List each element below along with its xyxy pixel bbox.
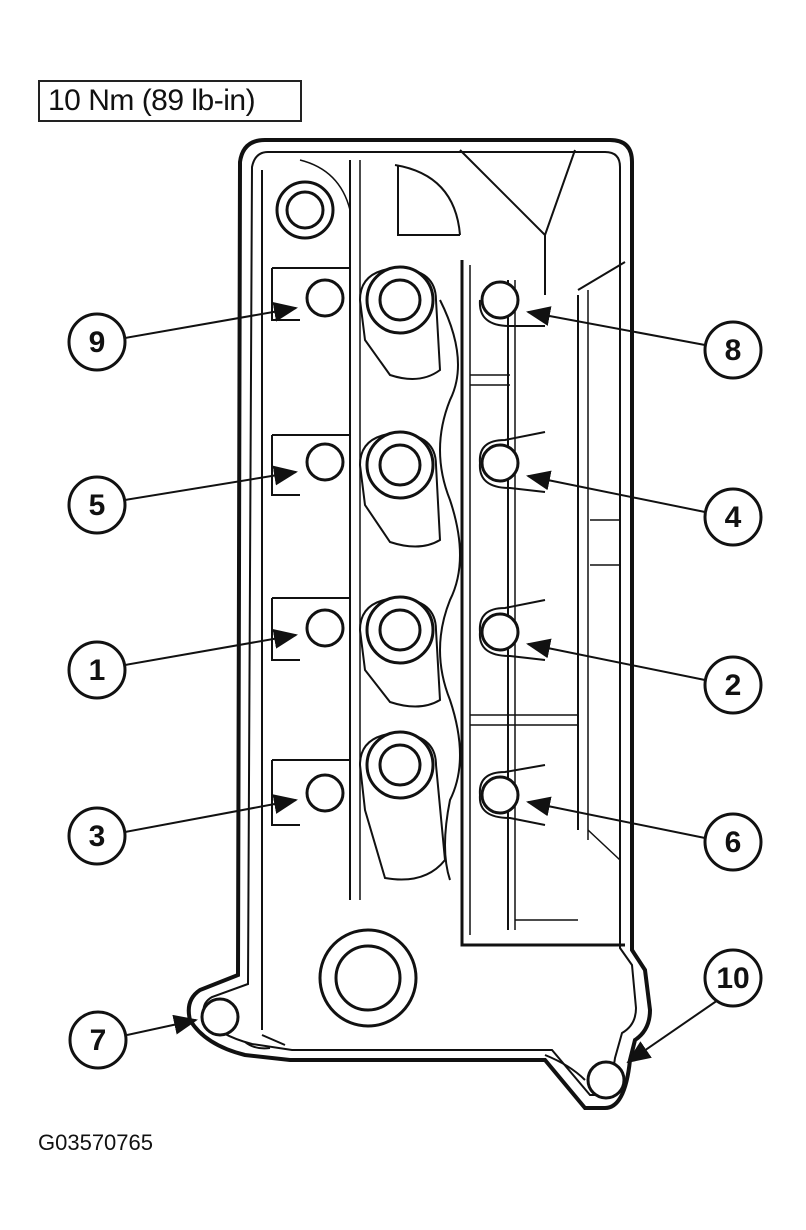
callout-circle-3 [67, 806, 127, 866]
bolt-7 [200, 997, 240, 1037]
leader-2 [526, 638, 706, 681]
oil-filler-boss [275, 180, 418, 1028]
bolt-6 [480, 775, 520, 815]
callout-circle-4 [703, 487, 763, 547]
leader-6 [526, 796, 706, 839]
callout-circle-2 [703, 655, 763, 715]
valve-cover-outline [186, 138, 653, 1110]
bolt-10 [586, 1060, 626, 1100]
callout-circle-7 [68, 1010, 128, 1070]
leader-7 [126, 1014, 198, 1036]
leader-1 [124, 628, 298, 666]
spark-plug-towers [358, 265, 447, 881]
callout-circle-10 [703, 948, 763, 1008]
callout-labels: 9 5 1 3 8 4 2 6 7 10 [89, 326, 750, 1057]
callout-label-7: 7 [90, 1024, 107, 1057]
cover-bolts [200, 278, 626, 1100]
bolt-2 [480, 612, 520, 652]
callout-label-6: 6 [725, 826, 742, 859]
bolt-3 [305, 773, 345, 813]
left-bolt-brackets [271, 267, 350, 826]
bolt-9 [305, 278, 345, 318]
callout-leaders [124, 301, 719, 1064]
callout-label-3: 3 [89, 820, 106, 853]
callout-circle-6 [703, 812, 763, 872]
callout-circle-8 [703, 320, 763, 380]
bolt-5 [305, 442, 345, 482]
leader-8 [526, 306, 706, 346]
figure-code: G03570765 [38, 1130, 153, 1155]
callout-label-2: 2 [725, 669, 742, 702]
callout-circle-1 [67, 640, 127, 700]
callout-label-1: 1 [89, 654, 106, 687]
callout-circle-9 [67, 312, 127, 372]
torque-spec-label: 10 Nm (89 lb-in) [38, 80, 302, 122]
leader-3 [124, 794, 298, 833]
callout-label-9: 9 [89, 326, 106, 359]
callout-label-4: 4 [725, 501, 742, 534]
callout-label-10: 10 [716, 962, 749, 995]
bolt-4 [480, 443, 520, 483]
callout-label-5: 5 [89, 489, 106, 522]
leader-4 [526, 470, 706, 513]
callout-circle-5 [67, 475, 127, 535]
callout-circles [67, 312, 763, 1070]
leader-5 [124, 465, 298, 501]
bolt-1 [305, 608, 345, 648]
bolt-8 [480, 280, 520, 320]
callout-label-8: 8 [725, 334, 742, 367]
leader-10 [626, 999, 719, 1064]
right-bolt-clips [478, 299, 546, 826]
leader-9 [124, 301, 298, 339]
